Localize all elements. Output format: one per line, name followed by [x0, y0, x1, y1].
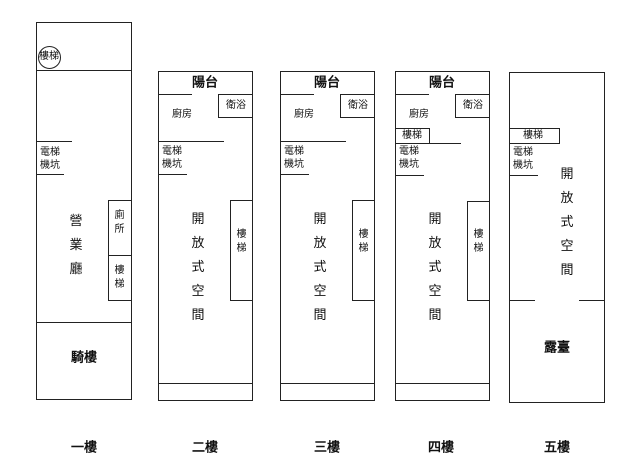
stairs-label: 樓梯	[114, 265, 125, 290]
bath-label: 衛浴	[463, 100, 483, 111]
floor-3-label: 三樓	[313, 440, 341, 456]
elevator-label: 電梯	[513, 147, 533, 158]
elevator-pit-label: 機坑	[399, 159, 419, 170]
hall-label: 營業廳	[69, 214, 83, 277]
elevator-label: 電梯	[40, 147, 60, 158]
stairs-label: 樓梯	[358, 229, 369, 254]
bath-label: 衛浴	[226, 100, 246, 111]
elevator-pit-label: 機坑	[513, 160, 533, 171]
stairs-label: 樓梯	[236, 229, 247, 254]
balcony-label: 陽台	[428, 75, 456, 91]
stairs-top-label: 樓梯	[523, 130, 543, 141]
open-space-label: 開放式空間	[560, 167, 574, 278]
open-space-label: 開放式空間	[428, 212, 442, 323]
elevator-pit-label: 機坑	[284, 159, 304, 170]
arcade-label: 騎樓	[70, 350, 98, 366]
floor-5-label: 五樓	[543, 440, 571, 456]
stairs-label: 樓梯	[473, 229, 484, 254]
kitchen-label: 廚房	[172, 109, 192, 120]
balcony-label: 陽台	[313, 75, 341, 91]
kitchen-label: 廚房	[294, 109, 314, 120]
floor-2-label: 二樓	[191, 440, 219, 456]
open-space-label: 開放式空間	[313, 212, 327, 323]
bath-label: 衛浴	[348, 100, 368, 111]
stair-circle-label: 樓梯	[39, 51, 59, 62]
elevator-label: 電梯	[399, 146, 419, 157]
open-space-label: 開放式空間	[191, 212, 205, 323]
elevator-pit-label: 機坑	[162, 159, 182, 170]
stairs-top-label: 樓梯	[402, 130, 422, 141]
kitchen-label: 廚房	[409, 109, 429, 120]
terrace-label: 露臺	[543, 340, 571, 356]
floor-4-label: 四樓	[427, 440, 455, 456]
floor-1-label: 一樓	[70, 440, 98, 456]
elevator-label: 電梯	[284, 146, 304, 157]
elevator-pit-label: 機坑	[40, 160, 60, 171]
toilet-label: 廁所	[114, 210, 125, 235]
elevator-label: 電梯	[162, 146, 182, 157]
balcony-label: 陽台	[191, 75, 219, 91]
